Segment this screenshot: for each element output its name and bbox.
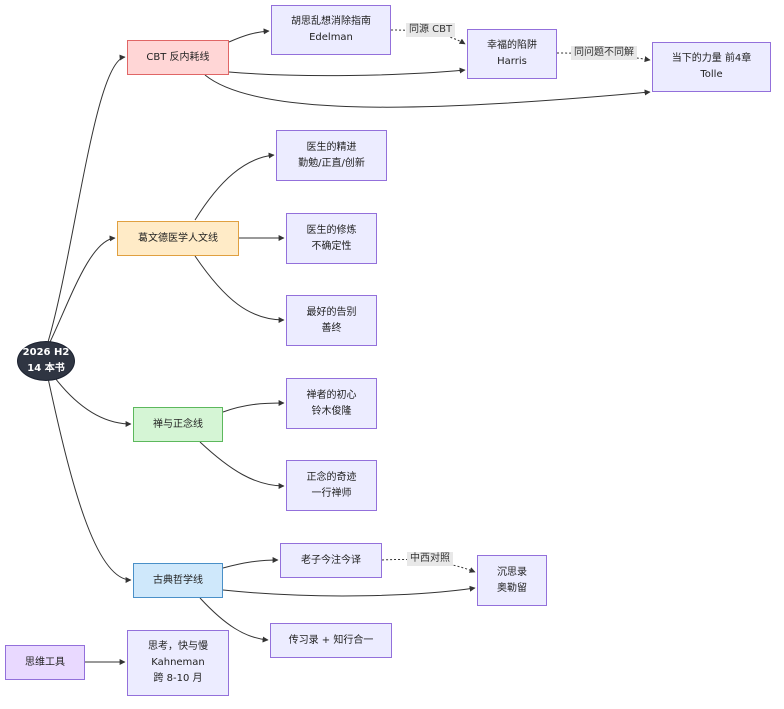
book-laozi-title: 老子今注今译: [301, 554, 361, 566]
book-better[interactable]: 医生的精进 勤勉/正直/创新: [276, 130, 387, 181]
branch-cbt-label: CBT 反内耗线: [146, 51, 210, 63]
book-complications[interactable]: 医生的修炼 不确定性: [286, 213, 377, 264]
book-suzuki-author: 铃木俊隆: [311, 405, 352, 417]
book-kahneman-author: Kahneman: [151, 657, 205, 668]
root-node[interactable]: 2026 H2 14 本书: [17, 341, 75, 381]
book-harris-title: 幸福的陷阱: [487, 40, 537, 51]
branch-gawande[interactable]: 葛文德医学人文线: [117, 221, 239, 256]
book-aurelius-author: 奥勒留: [497, 582, 527, 594]
book-mortal-theme: 善终: [321, 322, 342, 334]
branch-cbt[interactable]: CBT 反内耗线: [127, 40, 229, 75]
book-edelman-author: Edelman: [309, 32, 353, 43]
book-tolle-title: 当下的力量 前4章: [671, 53, 752, 64]
book-better-title: 医生的精进: [306, 141, 357, 153]
book-suzuki[interactable]: 禅者的初心 铃木俊隆: [286, 378, 377, 429]
edge-label-east-west: 中西对照: [407, 552, 453, 566]
book-harris-author: Harris: [497, 56, 527, 67]
book-mortal[interactable]: 最好的告别 善终: [286, 295, 377, 346]
book-complications-title: 医生的修炼: [306, 224, 357, 236]
book-edelman-title: 胡思乱想消除指南: [291, 16, 371, 27]
edge-zen-hanh: [199, 441, 285, 489]
edge-root-philosophy: [47, 377, 132, 583]
book-hanh[interactable]: 正念的奇迹 一行禅师: [286, 460, 377, 511]
edge-label-same-problem: 同问题不同解: [571, 46, 637, 60]
edge-root-cbt: [47, 54, 126, 343]
branch-philosophy-label: 古典哲学线: [153, 574, 203, 586]
branch-tools[interactable]: 思维工具: [5, 645, 85, 680]
book-complications-theme: 不确定性: [311, 240, 352, 252]
book-better-theme: 勤勉/正直/创新: [298, 157, 365, 169]
edge-philosophy-wang: [199, 597, 269, 643]
root-title: 2026 H2: [22, 347, 70, 358]
book-harris[interactable]: 幸福的陷阱 Harris: [467, 29, 557, 79]
edge-philosophy-laozi: [222, 557, 279, 569]
edge-harris-tolle: [556, 52, 651, 63]
edge-zen-suzuki: [222, 400, 285, 413]
branch-zen-label: 禅与正念线: [153, 418, 203, 430]
edge-root-zen: [54, 377, 132, 427]
edge-gawande-better: [194, 152, 275, 221]
branch-philosophy[interactable]: 古典哲学线: [133, 563, 223, 598]
book-suzuki-title: 禅者的初心: [306, 389, 357, 401]
book-mortal-title: 最好的告别: [306, 306, 357, 318]
book-kahneman-title: 思考，快与慢: [148, 641, 208, 652]
branch-tools-label: 思维工具: [25, 656, 65, 668]
book-kahneman-schedule: 跨 8-10 月: [153, 673, 203, 684]
edge-root-gawande: [49, 235, 116, 343]
book-wang[interactable]: 传习录 + 知行合一: [270, 623, 392, 658]
edge-cbt-edelman: [228, 28, 270, 43]
book-laozi[interactable]: 老子今注今译: [280, 543, 382, 578]
branch-gawande-label: 葛文德医学人文线: [138, 232, 218, 244]
edge-cbt-harris: [228, 67, 466, 77]
book-kahneman[interactable]: 思考，快与慢 Kahneman 跨 8-10 月: [127, 630, 229, 696]
book-tolle[interactable]: 当下的力量 前4章 Tolle: [652, 42, 771, 92]
edge-label-same-source: 同源 CBT: [406, 23, 456, 37]
branch-zen[interactable]: 禅与正念线: [133, 407, 223, 442]
book-aurelius[interactable]: 沉思录 奥勒留: [477, 555, 547, 606]
book-hanh-author: 一行禅师: [311, 487, 352, 499]
book-wang-title: 传习录 + 知行合一: [288, 634, 374, 646]
book-tolle-author: Tolle: [700, 69, 723, 80]
edge-cbt-tolle: [204, 74, 651, 108]
edge-philosophy-aurelius: [222, 585, 476, 597]
edge-gawande-mortal: [194, 255, 285, 323]
book-hanh-title: 正念的奇迹: [306, 471, 357, 483]
root-subtitle: 14 本书: [27, 363, 65, 374]
book-edelman[interactable]: 胡思乱想消除指南 Edelman: [271, 5, 391, 55]
book-aurelius-title: 沉思录: [497, 566, 527, 578]
